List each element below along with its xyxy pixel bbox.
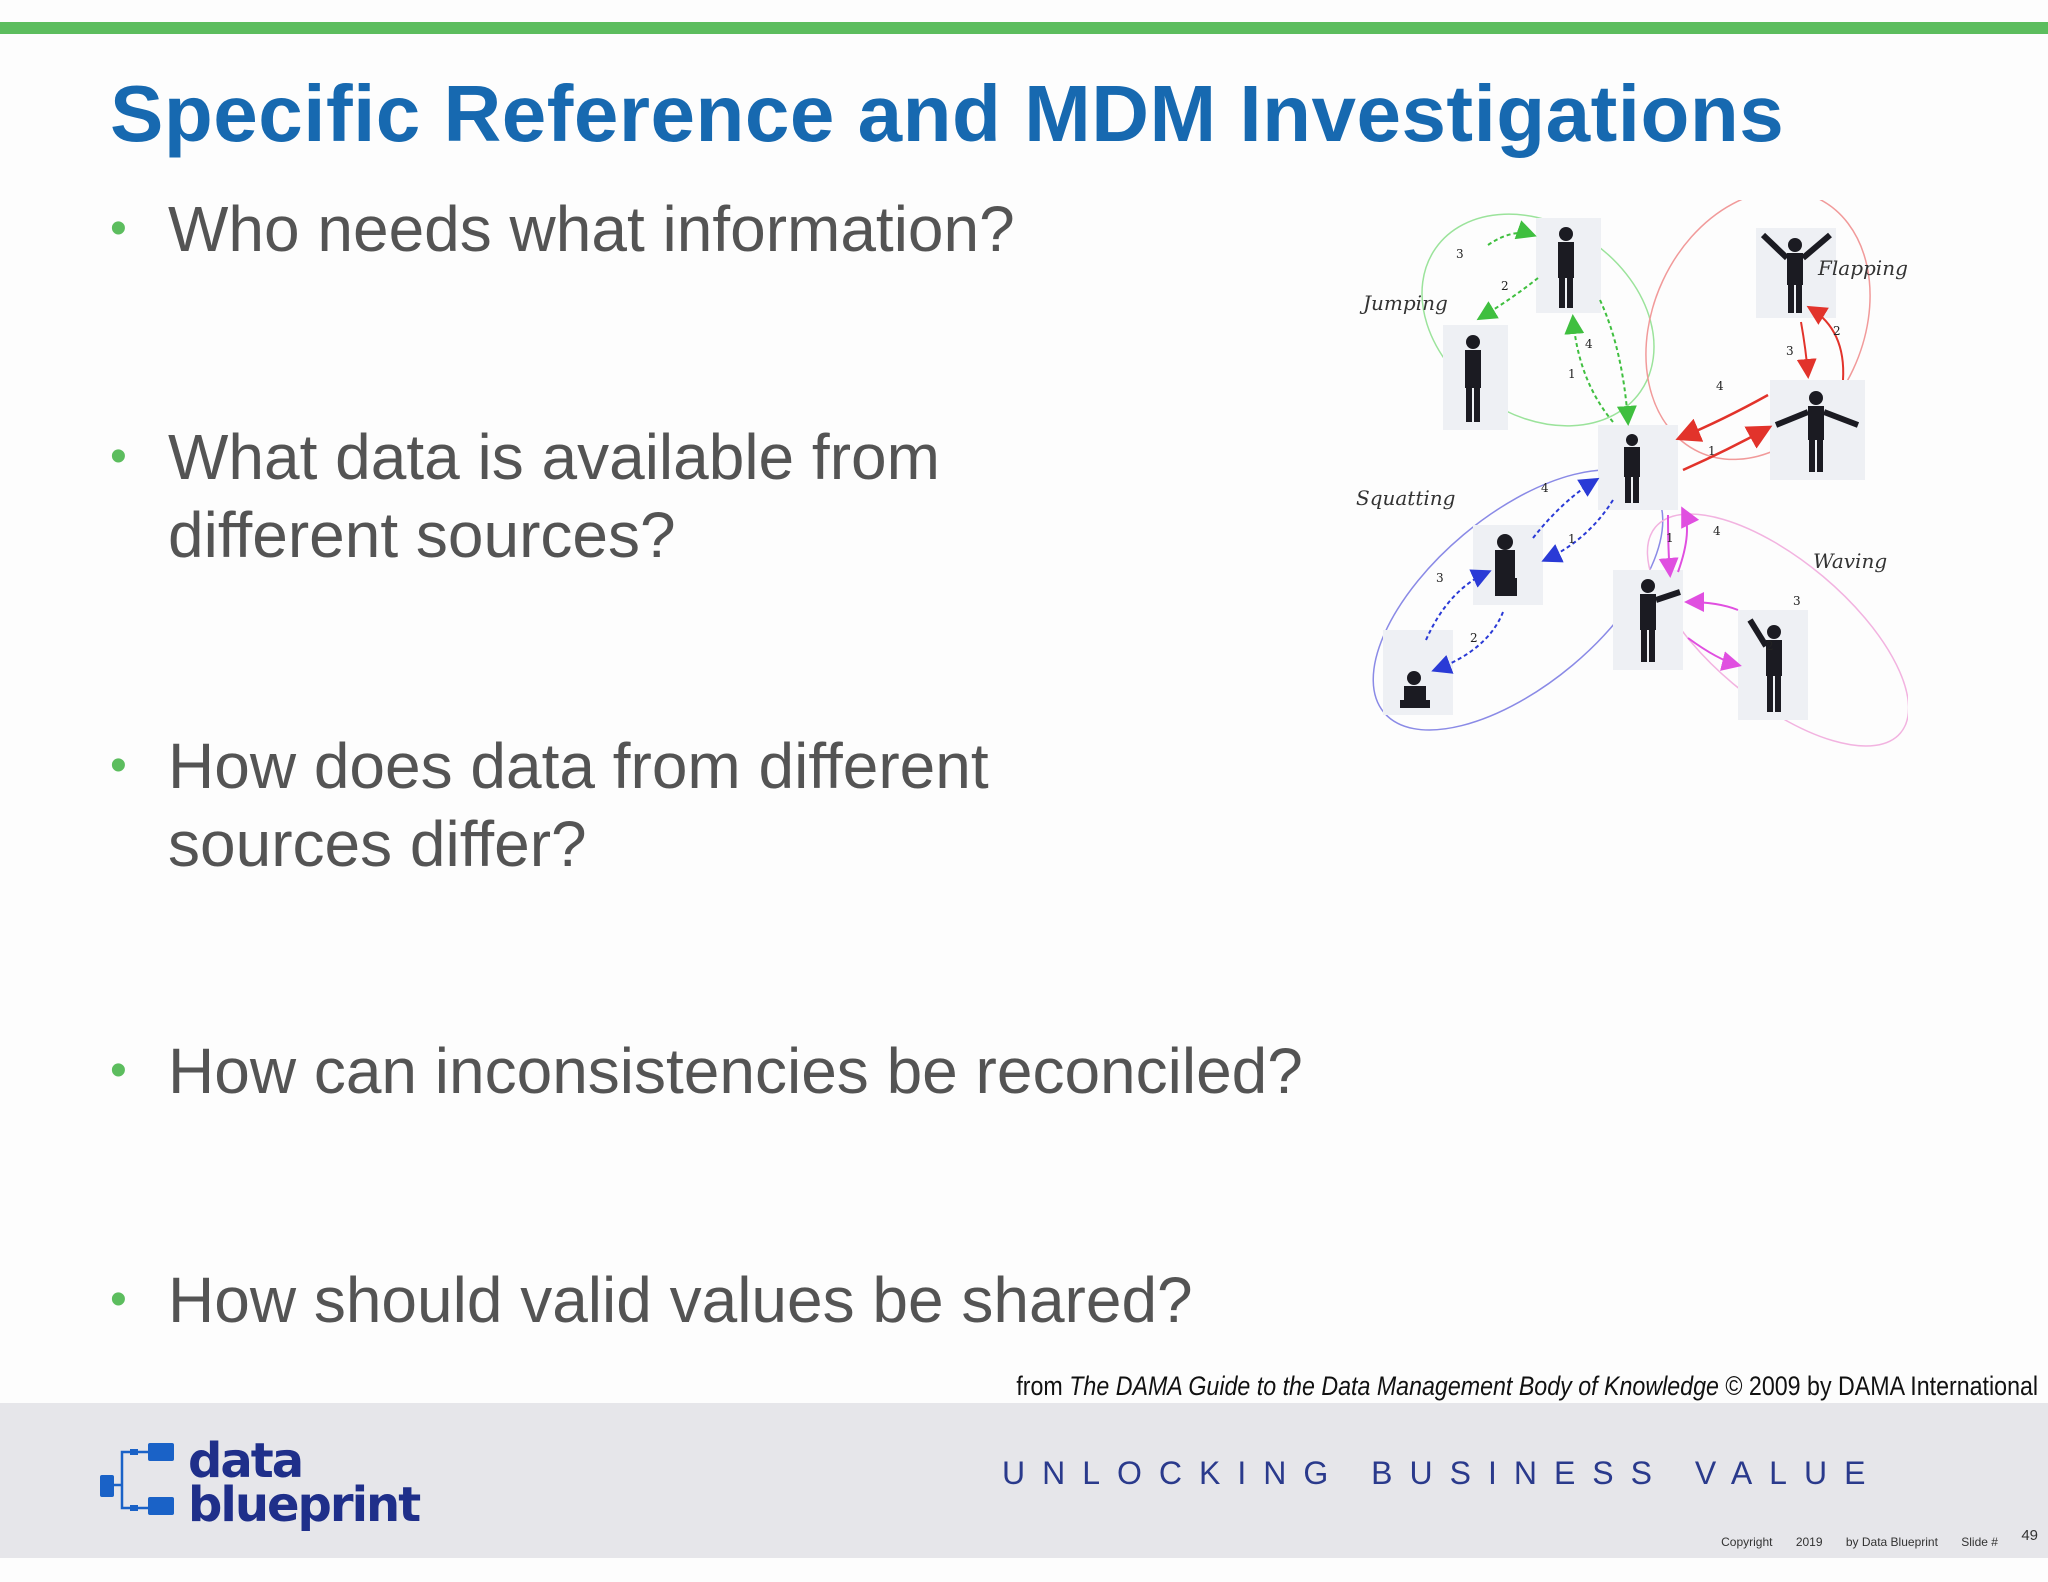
svg-text:4: 4: [1716, 379, 1724, 393]
book-title: The DAMA Guide to the Data Management Bo…: [1069, 1371, 1719, 1401]
label-squatting: Squatting: [1356, 486, 1455, 510]
svg-text:2: 2: [1501, 279, 1509, 293]
pose-wave-mid: [1613, 570, 1683, 670]
svg-text:3: 3: [1456, 247, 1464, 261]
svg-text:4: 4: [1541, 481, 1549, 495]
pose-jump-crouch: [1443, 325, 1508, 430]
pose-jump-stand: [1536, 218, 1601, 313]
slide-number: 49: [2021, 1527, 2038, 1544]
bullet-text: How can inconsistencies be reconciled?: [168, 1035, 1303, 1107]
bullet-text: What data is available from: [168, 421, 940, 493]
svg-text:3: 3: [1786, 344, 1794, 358]
svg-text:1: 1: [1708, 444, 1716, 458]
pose-squat-mid: [1473, 525, 1543, 605]
slide-title: Specific Reference and MDM Investigation…: [110, 69, 1785, 158]
svg-text:1: 1: [1568, 532, 1576, 546]
svg-text:2: 2: [1833, 324, 1841, 338]
svg-text:1: 1: [1568, 367, 1576, 381]
bullet-text: How should valid values be shared?: [168, 1264, 1193, 1336]
copyright-line: Copyright 2019 by Data Blueprint Slide #…: [1721, 1527, 2038, 1549]
svg-text:1: 1: [1666, 531, 1674, 545]
svg-text:4: 4: [1585, 337, 1593, 351]
bullet-dot-icon: •: [110, 430, 127, 483]
bullet-dot-icon: •: [110, 739, 127, 792]
top-accent-bar: [0, 22, 2048, 34]
tagline: UNLOCKING BUSINESS VALUE: [1002, 1455, 1883, 1491]
source-attribution: from The DAMA Guide to the Data Manageme…: [1016, 1371, 2038, 1401]
bullet-text-line2: sources differ?: [168, 808, 587, 880]
data-blueprint-logo: data blueprint: [100, 1435, 422, 1533]
label-jumping: Jumping: [1359, 291, 1448, 315]
bullet-text-line2: different sources?: [168, 499, 676, 571]
svg-text:2: 2: [1470, 631, 1478, 645]
pose-wave-up: [1738, 610, 1808, 720]
bullet-text: How does data from different: [168, 730, 989, 802]
pose-flap-mid: [1770, 380, 1865, 480]
bullet-dot-icon: •: [110, 1044, 127, 1097]
svg-text:blueprint: blueprint: [188, 1477, 420, 1533]
bullet-dot-icon: •: [110, 202, 127, 255]
flapping-cluster-outline: [1645, 200, 1871, 461]
motion-graph-figure: 3 2 4 1 2 3 4 1 4 1 3 2 1 4 3 2 Jumping Flapping Squ…: [1356, 200, 1908, 747]
bullet-text: Who needs what information?: [168, 193, 1015, 265]
svg-text:3: 3: [1436, 571, 1444, 585]
pose-flap-up: [1756, 228, 1836, 318]
pose-squat-low: [1383, 630, 1453, 715]
svg-text:3: 3: [1793, 594, 1801, 608]
svg-text:2: 2: [1766, 639, 1774, 653]
bullet-dot-icon: •: [110, 1273, 127, 1326]
svg-text:4: 4: [1713, 524, 1721, 538]
waving-cluster-outline: [1646, 513, 1908, 747]
label-waving: Waving: [1813, 549, 1887, 573]
footer-bar: data blueprint UNLOCKING BUSINESS VALUE …: [0, 1403, 2048, 1558]
label-flapping: Flapping: [1817, 256, 1908, 280]
svg-text:data: data: [188, 1435, 302, 1489]
pose-center: [1598, 425, 1678, 510]
